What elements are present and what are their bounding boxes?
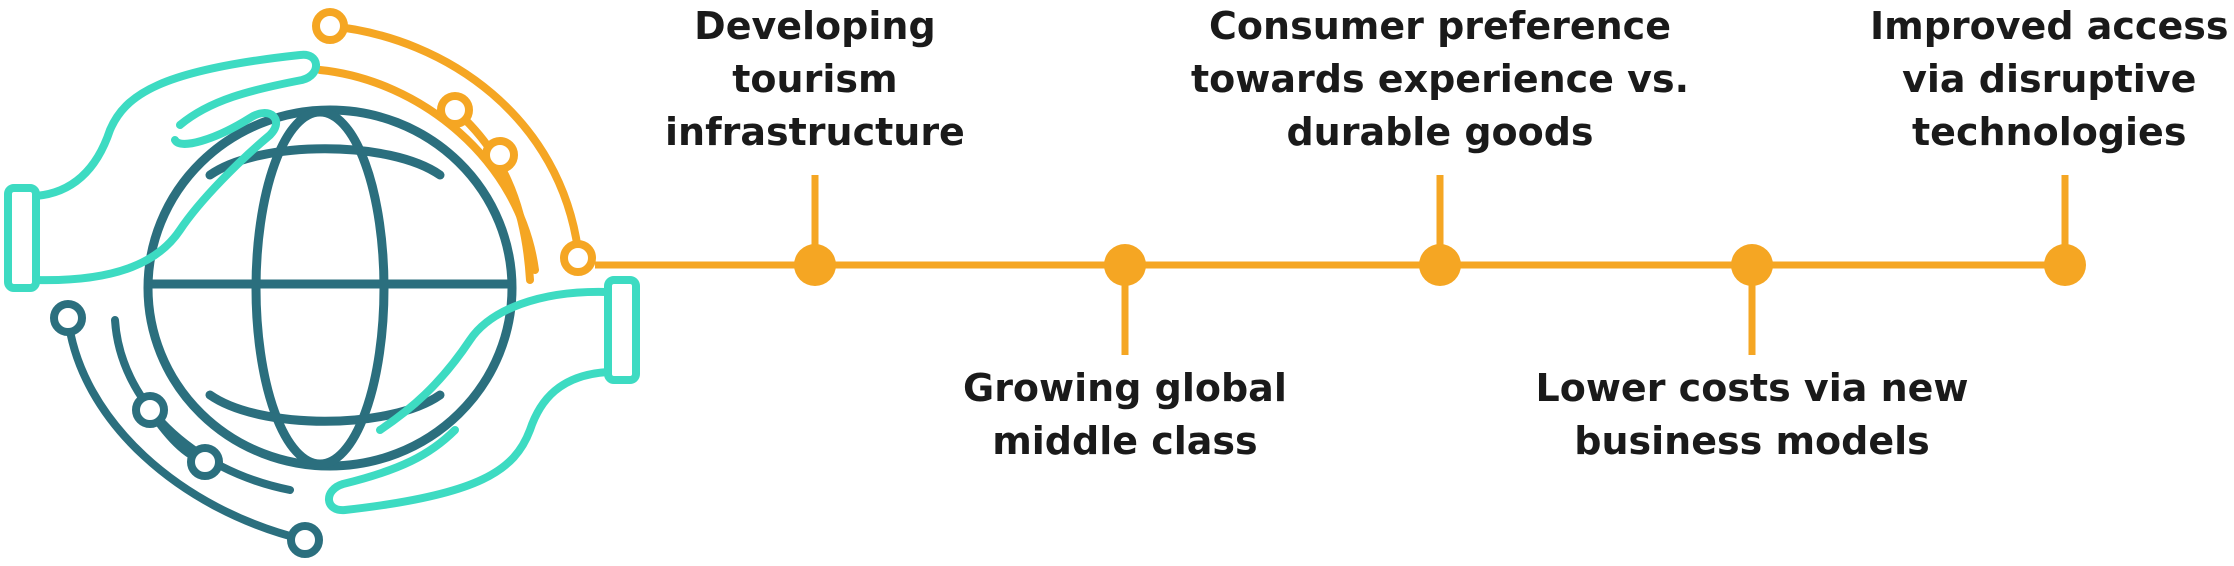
milestone-label-5: Improved access via disruptive technologie…: [1870, 0, 2228, 159]
milestone-label-line: business models: [1574, 419, 1930, 463]
milestone-label-1: Developing tourism infrastructure: [665, 0, 965, 159]
orange-circuit-arcs: [312, 8, 596, 284]
milestone-dot-2: [1104, 244, 1146, 286]
milestone-label-line: infrastructure: [665, 110, 965, 154]
teal-circuit-arcs: [50, 300, 323, 558]
milestone-label-line: Developing: [694, 4, 936, 48]
milestone-label-line: Improved access: [1870, 4, 2229, 48]
milestone-dot-3: [1419, 244, 1461, 286]
milestone-label-line: towards experience vs.: [1191, 57, 1690, 101]
milestone-label-2: Growing global middle class: [963, 362, 1287, 468]
milestone-label-line: middle class: [992, 419, 1258, 463]
milestone-dot-1: [794, 244, 836, 286]
globe-icon: [143, 105, 517, 471]
milestone-label-line: Consumer preference: [1209, 4, 1671, 48]
milestone-label-line: via disruptive: [1902, 57, 2197, 101]
milestone-label-line: Growing global: [963, 366, 1287, 410]
milestone-label-4: Lower costs via new business models: [1536, 362, 1969, 468]
milestone-label-line: technologies: [1912, 110, 2187, 154]
milestone-label-line: durable goods: [1286, 110, 1594, 154]
milestone-label-3: Consumer preference towards experience vs…: [1191, 0, 1689, 159]
milestone-dot-4: [1731, 244, 1773, 286]
globe-in-hands-circuit-icon: [4, 8, 640, 558]
timeline: [595, 175, 2086, 355]
milestone-dot-5: [2044, 244, 2086, 286]
milestone-label-line: tourism: [732, 57, 898, 101]
hands-icon: [4, 50, 640, 515]
milestone-label-line: Lower costs via new: [1535, 366, 1969, 410]
